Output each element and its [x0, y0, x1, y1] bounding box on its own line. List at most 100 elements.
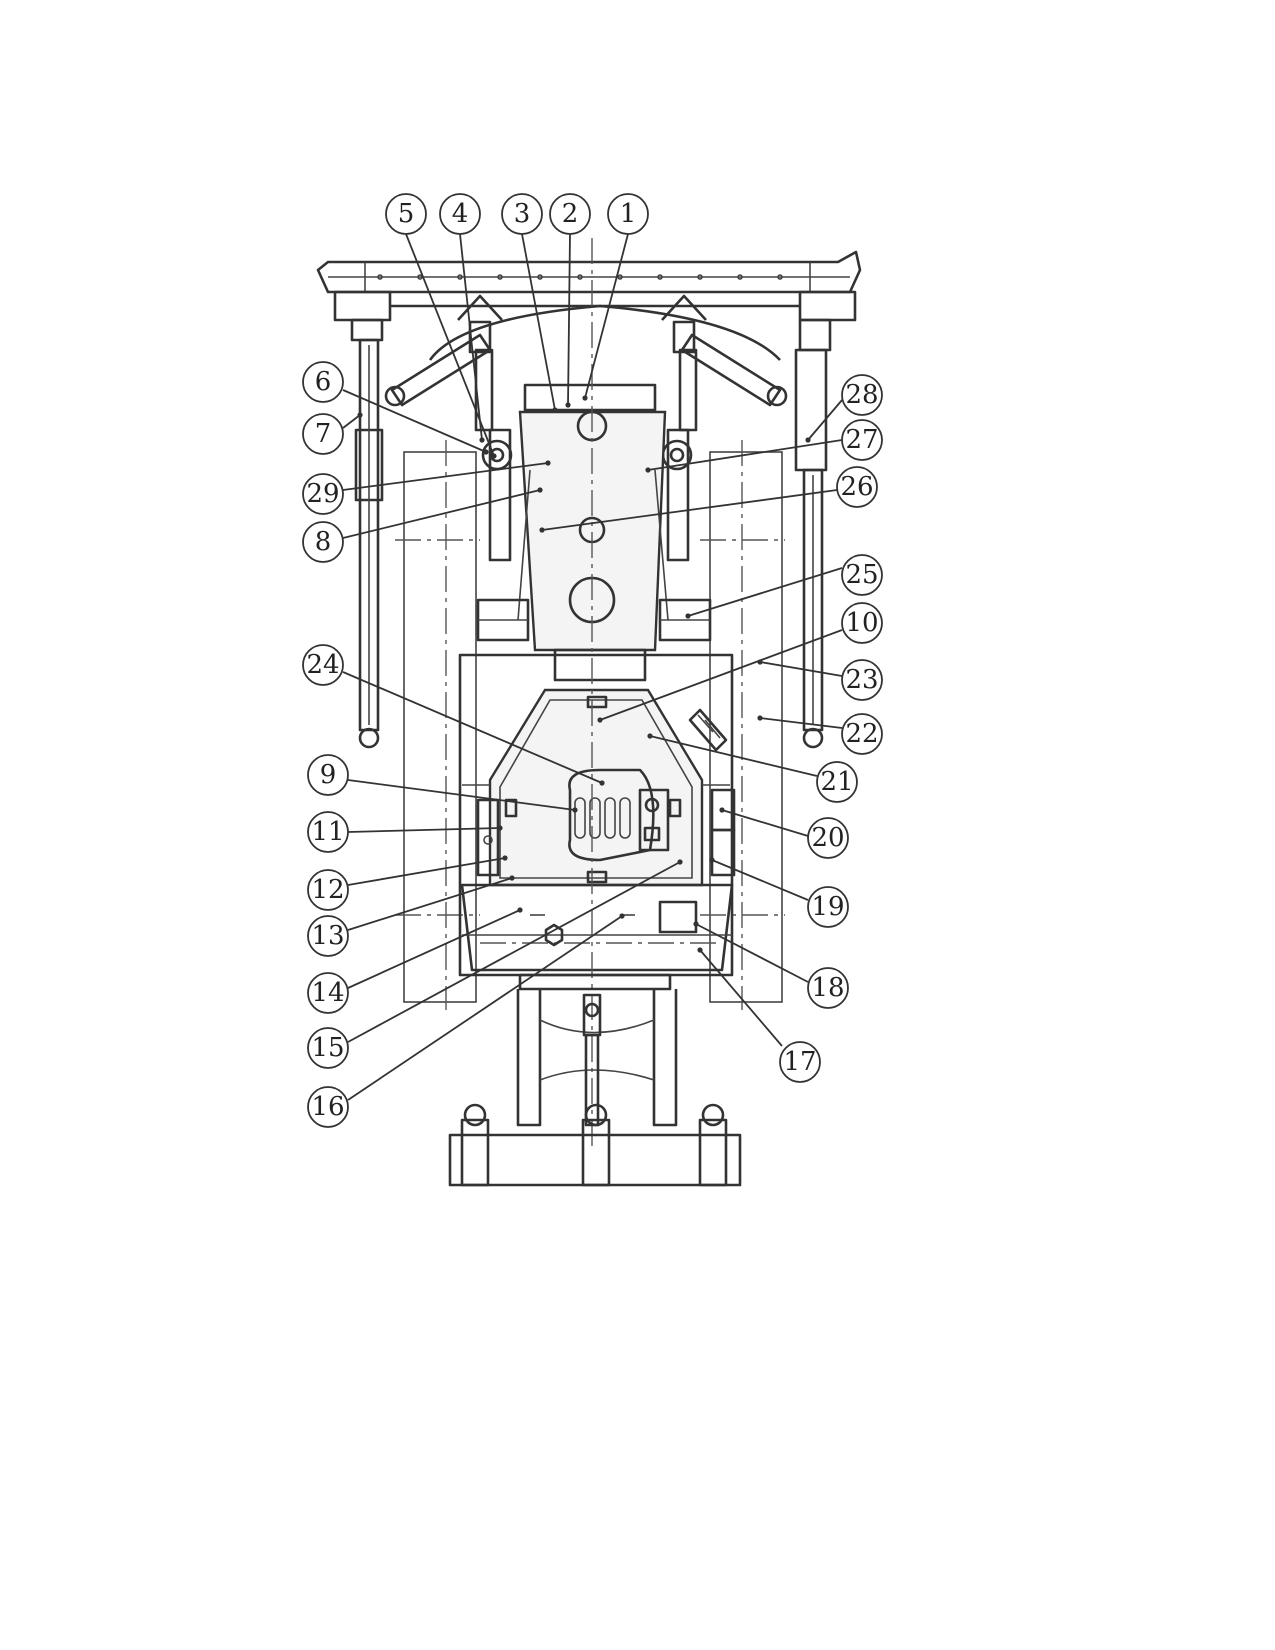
track-outlines	[395, 440, 785, 1010]
upper-frame-arc	[428, 304, 781, 361]
leader-line-13	[347, 877, 513, 931]
callout-9: 9	[307, 754, 349, 796]
leader-line-10	[599, 629, 843, 721]
leader-tip-15	[677, 859, 683, 865]
leader-line-26	[541, 489, 838, 531]
svg-text:2: 2	[562, 199, 579, 229]
svg-text:13: 13	[311, 921, 344, 951]
leader-line-5	[405, 233, 495, 457]
svg-text:15: 15	[311, 1033, 344, 1063]
svg-text:9: 9	[320, 760, 337, 790]
svg-text:28: 28	[845, 380, 878, 410]
machine-drawing	[316, 238, 862, 1187]
leader-tip-8	[537, 487, 543, 493]
leader-tip-13	[509, 875, 515, 881]
leader-line-3	[521, 233, 556, 411]
callout-5: 5	[385, 193, 427, 235]
callout-19: 19	[807, 886, 849, 928]
leader-line-27	[647, 439, 843, 471]
callout-1: 1	[607, 193, 649, 235]
leader-line-21	[649, 735, 818, 777]
rear-ripper	[448, 973, 742, 1187]
leader-line-23	[759, 661, 843, 677]
callout-13: 13	[307, 915, 349, 957]
leader-tip-10	[597, 717, 603, 723]
side-panels	[476, 788, 736, 877]
leader-tip-4	[479, 437, 485, 443]
leader-tip-16	[619, 913, 625, 919]
leader-line-17	[699, 949, 783, 1047]
front-blade	[316, 250, 862, 322]
leader-tip-21	[647, 733, 653, 739]
callout-11: 11	[307, 811, 349, 853]
leader-tip-23	[757, 659, 763, 665]
svg-text:3: 3	[514, 199, 531, 229]
svg-text:20: 20	[811, 823, 844, 853]
leader-tip-24	[599, 780, 605, 786]
leader-tip-7	[357, 412, 363, 418]
leader-line-6	[342, 389, 487, 453]
leader-tip-11	[497, 825, 503, 831]
leader-line-7	[342, 414, 361, 429]
leader-line-8	[342, 489, 541, 539]
leader-tip-14	[517, 907, 523, 913]
svg-text:26: 26	[840, 472, 873, 502]
callout-16: 16	[307, 1086, 349, 1128]
leader-tip-20	[719, 807, 725, 813]
svg-text:4: 4	[452, 199, 469, 229]
callout-12: 12	[307, 869, 349, 911]
callout-7: 7	[302, 413, 344, 455]
svg-text:11: 11	[311, 817, 344, 847]
leader-line-28	[807, 399, 843, 441]
svg-text:16: 16	[311, 1092, 344, 1122]
svg-text:27: 27	[845, 425, 878, 455]
leader-tip-3	[552, 407, 558, 413]
callout-20: 20	[807, 817, 849, 859]
leader-tip-27	[645, 467, 651, 473]
svg-text:17: 17	[783, 1047, 816, 1077]
central-frame	[517, 383, 669, 652]
callout-24: 24	[302, 644, 344, 686]
leader-line-14	[347, 909, 521, 989]
leader-line-11	[347, 827, 501, 833]
svg-text:21: 21	[820, 767, 853, 797]
callout-10: 10	[841, 602, 883, 644]
svg-text:23: 23	[845, 665, 878, 695]
callout-29: 29	[302, 473, 344, 515]
svg-text:10: 10	[845, 608, 878, 638]
callout-14: 14	[307, 972, 349, 1014]
callout-labels: 1 2 3 4 5 6 7 8 9 10 11 12 13 14 15 16 1…	[302, 193, 883, 1128]
svg-text:1: 1	[620, 199, 637, 229]
svg-text:25: 25	[845, 560, 878, 590]
leader-tip-6	[483, 449, 489, 455]
leader-line-25	[687, 567, 843, 617]
leader-tip-18	[693, 921, 699, 927]
callout-2: 2	[549, 193, 591, 235]
callout-6: 6	[302, 361, 344, 403]
blade-brackets	[457, 294, 707, 354]
callout-23: 23	[841, 659, 883, 701]
svg-text:8: 8	[315, 527, 332, 557]
cab-body	[458, 648, 734, 977]
leader-line-29	[342, 462, 549, 491]
leader-tip-22	[757, 715, 763, 721]
callout-21: 21	[816, 761, 858, 803]
leader-tip-26	[539, 527, 545, 533]
callout-15: 15	[307, 1027, 349, 1069]
leader-tip-1	[582, 395, 588, 401]
callout-4: 4	[439, 193, 481, 235]
svg-text:29: 29	[306, 479, 339, 509]
leader-line-24	[342, 671, 603, 784]
leader-tip-29	[545, 460, 551, 466]
callout-26: 26	[836, 466, 878, 508]
leader-tip-25	[685, 613, 691, 619]
leader-line-19	[711, 859, 809, 901]
svg-text:19: 19	[811, 892, 844, 922]
mid-brackets	[476, 598, 712, 642]
svg-text:12: 12	[311, 875, 344, 905]
leader-tip-2	[565, 402, 571, 408]
leader-tip-19	[709, 857, 715, 863]
radiator-grille	[688, 708, 728, 752]
